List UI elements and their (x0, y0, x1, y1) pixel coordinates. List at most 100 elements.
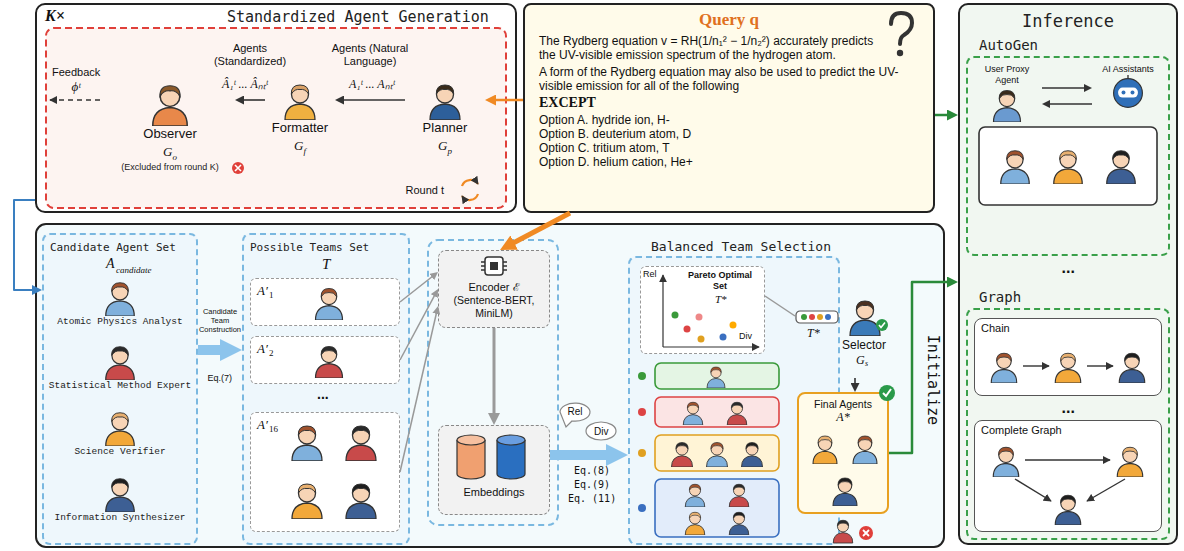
connector (198, 345, 227, 355)
graphic-part (1055, 511, 1081, 525)
graphic-part (436, 85, 453, 94)
agent-icon (1051, 491, 1085, 525)
graphic-part (298, 426, 315, 435)
graphic-part (685, 497, 705, 507)
agent-node: Statistical Method Expert (46, 342, 194, 391)
graphic-part (321, 289, 336, 304)
graphic-part (1023, 365, 1049, 366)
graphic-part (1007, 152, 1023, 168)
graphic-part (993, 463, 1019, 477)
autogen-box: AutoGenUser Proxy AgentAI Assistants (966, 56, 1170, 256)
graphic-part (676, 443, 688, 449)
free-label: Eq. (11) (568, 493, 616, 504)
graphic-part (112, 480, 128, 496)
check-mark (879, 385, 895, 401)
graphic-part (689, 513, 700, 524)
graphic-part (733, 512, 744, 518)
connector (1042, 87, 1086, 89)
free-label: ... (1062, 259, 1075, 277)
graph-box: GraphChainComplete Graph (966, 308, 1170, 540)
node-text: EXCEPT (539, 95, 919, 111)
team-dot (637, 407, 647, 417)
graphic-part (292, 86, 309, 103)
graphic-part (684, 326, 691, 333)
graphic-part (106, 497, 135, 512)
graphic-part (299, 485, 316, 502)
round-cycle (462, 194, 478, 200)
graphic-part (696, 314, 703, 321)
graphic-part (353, 427, 370, 444)
graphic-part (672, 456, 693, 467)
graphic-part (833, 493, 857, 506)
agent-node: Information Synthesizer (46, 474, 194, 523)
agent-icon (987, 349, 1021, 383)
graphic-part (1113, 152, 1129, 168)
graphic-part (1087, 365, 1113, 366)
graphic-part (638, 449, 646, 457)
graphic-part (1113, 151, 1130, 160)
graphic-part (818, 437, 832, 451)
outline (654, 478, 780, 538)
graphic-part (292, 503, 322, 519)
agent-icon (668, 439, 696, 467)
graphic-part (711, 443, 723, 449)
graphic-part (837, 520, 848, 526)
speech-bubble (586, 422, 616, 440)
agent-icon (726, 481, 752, 507)
agent-icon (341, 421, 381, 461)
graphic-part (733, 485, 744, 496)
graphic-part (481, 262, 507, 270)
connector (550, 450, 613, 460)
connector (341, 99, 405, 101)
free-label: Div (594, 426, 608, 437)
graphic-part (437, 86, 454, 103)
node-text: G (163, 144, 172, 159)
graphic-part (316, 364, 343, 378)
graphic-part (729, 497, 749, 507)
graphic-part (298, 484, 315, 493)
graphic-part (655, 479, 779, 537)
node-text: 1 (269, 290, 274, 300)
graphic-part (676, 443, 688, 455)
feedback-arrow (50, 99, 100, 101)
node-text: o (172, 152, 177, 162)
connector (935, 114, 950, 117)
graphic-part (106, 431, 135, 446)
graphic-part (292, 445, 322, 461)
free-label: Eq.(9) (574, 479, 610, 490)
team-chip (795, 310, 839, 324)
node-text: (Excluded from round K) (105, 162, 235, 172)
chain-box: Chain (974, 318, 1162, 396)
graphic-part (991, 369, 1017, 383)
agent-icon (682, 509, 708, 535)
graphic-part (1119, 369, 1145, 383)
node-title: Chain (981, 322, 1010, 334)
encoder-box: Encoder ℰ(Sentence-BERT, MiniLM) (438, 250, 550, 328)
graphic-part (153, 108, 188, 126)
free-label: Eq.(8) (574, 465, 610, 476)
graphic-part (727, 415, 747, 425)
connector (889, 282, 950, 453)
node-text: candidate (116, 265, 152, 275)
graphic-part (655, 435, 779, 471)
node-title: Embeddings (439, 486, 549, 498)
graphic-part (430, 104, 460, 120)
graphic-part (891, 13, 912, 44)
graphic-part (731, 402, 742, 408)
graphic-part (999, 447, 1014, 455)
node-title: Inference (960, 11, 1176, 31)
graphic-part (1107, 169, 1136, 184)
node-text: 2 (269, 348, 274, 358)
graphic-part (999, 91, 1015, 99)
graphic-part (1117, 463, 1143, 477)
node-title: Query q (539, 10, 919, 30)
connector (510, 213, 570, 245)
graphic-part (1114, 79, 1143, 108)
free-label: ... (317, 386, 329, 402)
node-text: Option C. tritium atom, T (539, 141, 919, 155)
graphic-part (160, 86, 180, 96)
graphic-part (683, 415, 703, 425)
graphic-part (1061, 495, 1076, 503)
graphic-part (720, 334, 727, 341)
graphic-part (746, 443, 758, 455)
